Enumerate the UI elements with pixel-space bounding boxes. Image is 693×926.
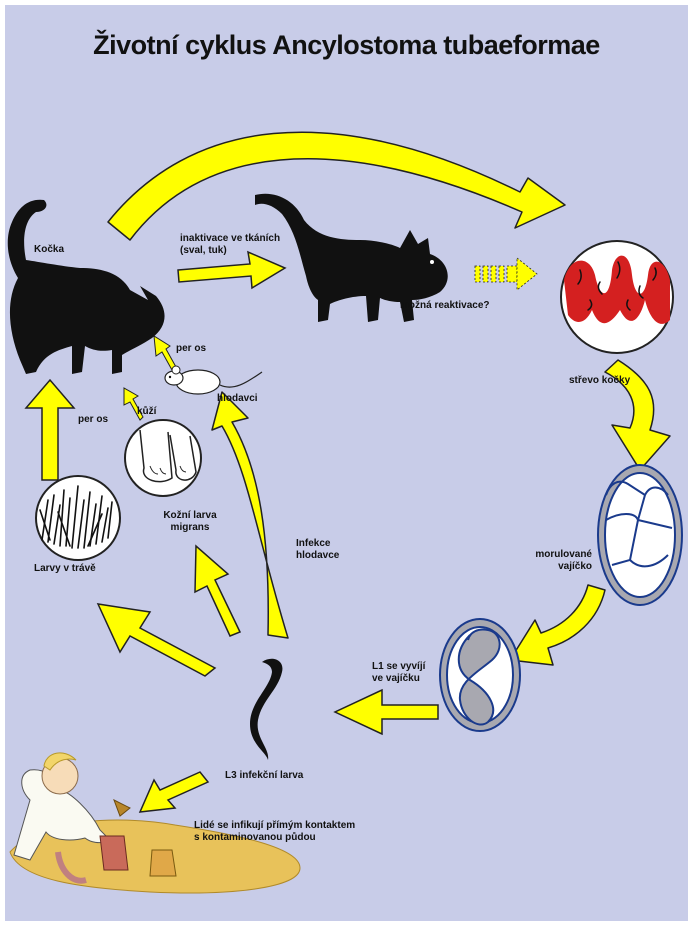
- label-inactivation: inaktivace ve tkáních (sval, tuk): [180, 233, 280, 257]
- arrow-arc-top: [108, 132, 565, 240]
- label-intestine: střevo kočky: [569, 375, 630, 387]
- label-l1: L1 se vyvíjí ve vajíčku: [372, 661, 425, 685]
- arrow-mouse-to-cat: [154, 336, 176, 370]
- arrow-l1-to-l3: [335, 690, 438, 734]
- mouse-image: [165, 366, 262, 394]
- arrow-grass-to-cat: [26, 380, 74, 480]
- label-grass: Larvy v trávě: [34, 563, 96, 575]
- label-skin: kůží: [137, 406, 156, 418]
- diagram-title: Životní cyklus Ancylostoma tubaeformae: [0, 30, 693, 61]
- arrow-reactivation: [475, 258, 537, 290]
- label-morula-egg: morulované vajíčko: [510, 549, 592, 573]
- label-per-os-top: per os: [176, 343, 206, 355]
- label-humans: Lidé se infikují přímým kontaktem s kont…: [194, 820, 355, 844]
- label-rodent-infection: Infekce hlodavce: [296, 538, 339, 562]
- egg-morula-image: [598, 465, 682, 605]
- label-cat: Kočka: [34, 244, 64, 256]
- arrow-inactivation: [178, 252, 285, 288]
- arrow-l3-to-grass: [98, 604, 215, 676]
- label-rodents: hlodavci: [217, 393, 258, 405]
- l3-larva-image: [250, 659, 282, 760]
- cat-silhouette: [8, 200, 167, 374]
- label-cutaneous: Kožní larva migrans: [140, 510, 240, 534]
- arrow-egg-to-l1: [510, 585, 605, 665]
- label-reactivation: možná reaktivace?: [400, 300, 490, 312]
- label-l3: L3 infekční larva: [225, 770, 303, 782]
- arrow-l3-to-cutaneous: [195, 546, 240, 636]
- grass-image: [36, 476, 120, 560]
- arrow-l3-to-humans: [140, 772, 208, 812]
- label-per-os-left: per os: [78, 414, 108, 426]
- intestine-image: [561, 241, 673, 353]
- egg-l1-image: [440, 619, 520, 731]
- cat-paws-image: [125, 420, 201, 496]
